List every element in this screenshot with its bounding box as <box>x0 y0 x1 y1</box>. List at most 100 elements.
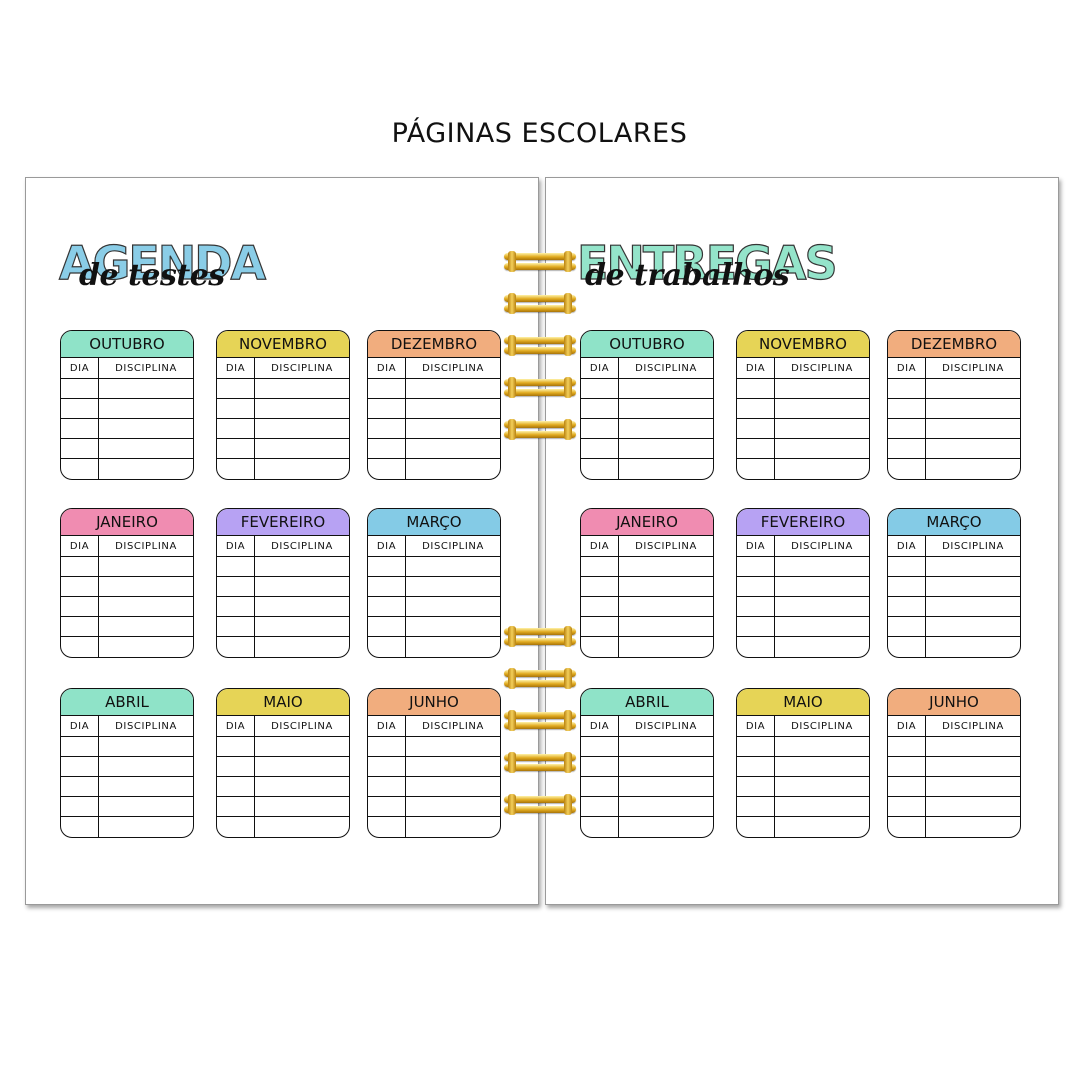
entry-row <box>217 557 349 577</box>
entry-row <box>737 757 869 777</box>
entry-disciplina-cell <box>775 459 869 479</box>
entry-row <box>61 597 193 617</box>
entry-dia-cell <box>888 817 926 837</box>
entry-row <box>217 399 349 419</box>
entry-dia-cell <box>581 459 619 479</box>
entry-row <box>581 577 713 597</box>
entry-dia-cell <box>888 577 926 596</box>
entry-disciplina-cell <box>406 597 500 616</box>
entry-dia-cell <box>217 597 255 616</box>
entry-disciplina-cell <box>99 617 193 636</box>
entry-dia-cell <box>61 597 99 616</box>
entry-row <box>581 459 713 479</box>
entry-dia-cell <box>581 617 619 636</box>
column-disciplina-label: DISCIPLINA <box>942 540 1004 552</box>
entry-dia-cell <box>737 577 775 596</box>
entry-dia-cell <box>737 597 775 616</box>
entry-dia-cell <box>368 777 406 796</box>
entry-row <box>368 617 500 637</box>
spiral-ring <box>504 668 576 689</box>
entry-dia-cell <box>737 637 775 657</box>
entry-row <box>888 637 1020 657</box>
entry-row <box>368 379 500 399</box>
column-dia-label: DIA <box>217 716 255 736</box>
month-name: ABRIL <box>581 689 713 716</box>
entry-disciplina-cell <box>619 419 713 438</box>
entry-row <box>888 757 1020 777</box>
column-disciplina-label: DISCIPLINA <box>271 362 333 374</box>
entry-disciplina-cell <box>775 757 869 776</box>
column-dia-label: DIA <box>61 716 99 736</box>
entry-disciplina-cell <box>255 777 349 796</box>
entry-disciplina-cell <box>619 757 713 776</box>
entry-disciplina-cell <box>406 817 500 837</box>
spiral-ring <box>504 752 576 773</box>
entry-disciplina-cell <box>775 797 869 816</box>
entry-disciplina-cell <box>926 399 1020 418</box>
column-dia-label: DIA <box>888 716 926 736</box>
month-name: NOVEMBRO <box>217 331 349 358</box>
entry-dia-cell <box>217 577 255 596</box>
column-disciplina-label: DISCIPLINA <box>115 362 177 374</box>
entry-disciplina-cell <box>619 459 713 479</box>
entry-disciplina-cell <box>775 419 869 438</box>
entry-disciplina-cell <box>775 617 869 636</box>
entry-row <box>581 379 713 399</box>
entry-row <box>581 757 713 777</box>
entry-disciplina-cell <box>255 757 349 776</box>
spiral-ring <box>504 377 576 398</box>
month-name: JANEIRO <box>581 509 713 536</box>
entry-dia-cell <box>61 419 99 438</box>
entry-disciplina-cell <box>406 637 500 657</box>
entry-dia-cell <box>61 617 99 636</box>
entry-row <box>368 577 500 597</box>
entry-row <box>217 597 349 617</box>
column-dia-label: DIA <box>737 358 775 378</box>
entry-disciplina-cell <box>406 797 500 816</box>
column-disciplina-label: DISCIPLINA <box>115 540 177 552</box>
entry-dia-cell <box>217 459 255 479</box>
entry-disciplina-cell <box>775 399 869 418</box>
entry-row <box>61 379 193 399</box>
entry-dia-cell <box>581 757 619 776</box>
entry-row <box>581 737 713 757</box>
column-dia-label: DIA <box>368 358 406 378</box>
entry-row <box>217 637 349 657</box>
entry-dia-cell <box>737 797 775 816</box>
entry-dia-cell <box>61 757 99 776</box>
entry-row <box>888 597 1020 617</box>
entry-row <box>737 459 869 479</box>
column-dia-label: DIA <box>61 536 99 556</box>
entry-dia-cell <box>217 439 255 458</box>
entry-dia-cell <box>217 399 255 418</box>
spiral-ring <box>504 335 576 356</box>
column-disciplina-label: DISCIPLINA <box>635 362 697 374</box>
entry-disciplina-cell <box>406 777 500 796</box>
entry-row <box>581 797 713 817</box>
entry-row <box>737 797 869 817</box>
column-disciplina-label: DISCIPLINA <box>635 720 697 732</box>
entry-disciplina-cell <box>619 597 713 616</box>
entry-dia-cell <box>368 797 406 816</box>
entry-row <box>368 637 500 657</box>
entry-row <box>61 777 193 797</box>
entry-dia-cell <box>581 637 619 657</box>
entry-dia-cell <box>581 737 619 756</box>
month-name: FEVEREIRO <box>737 509 869 536</box>
agenda-title: AGENDA de testes <box>58 235 299 296</box>
entry-dia-cell <box>888 399 926 418</box>
entry-disciplina-cell <box>99 379 193 398</box>
